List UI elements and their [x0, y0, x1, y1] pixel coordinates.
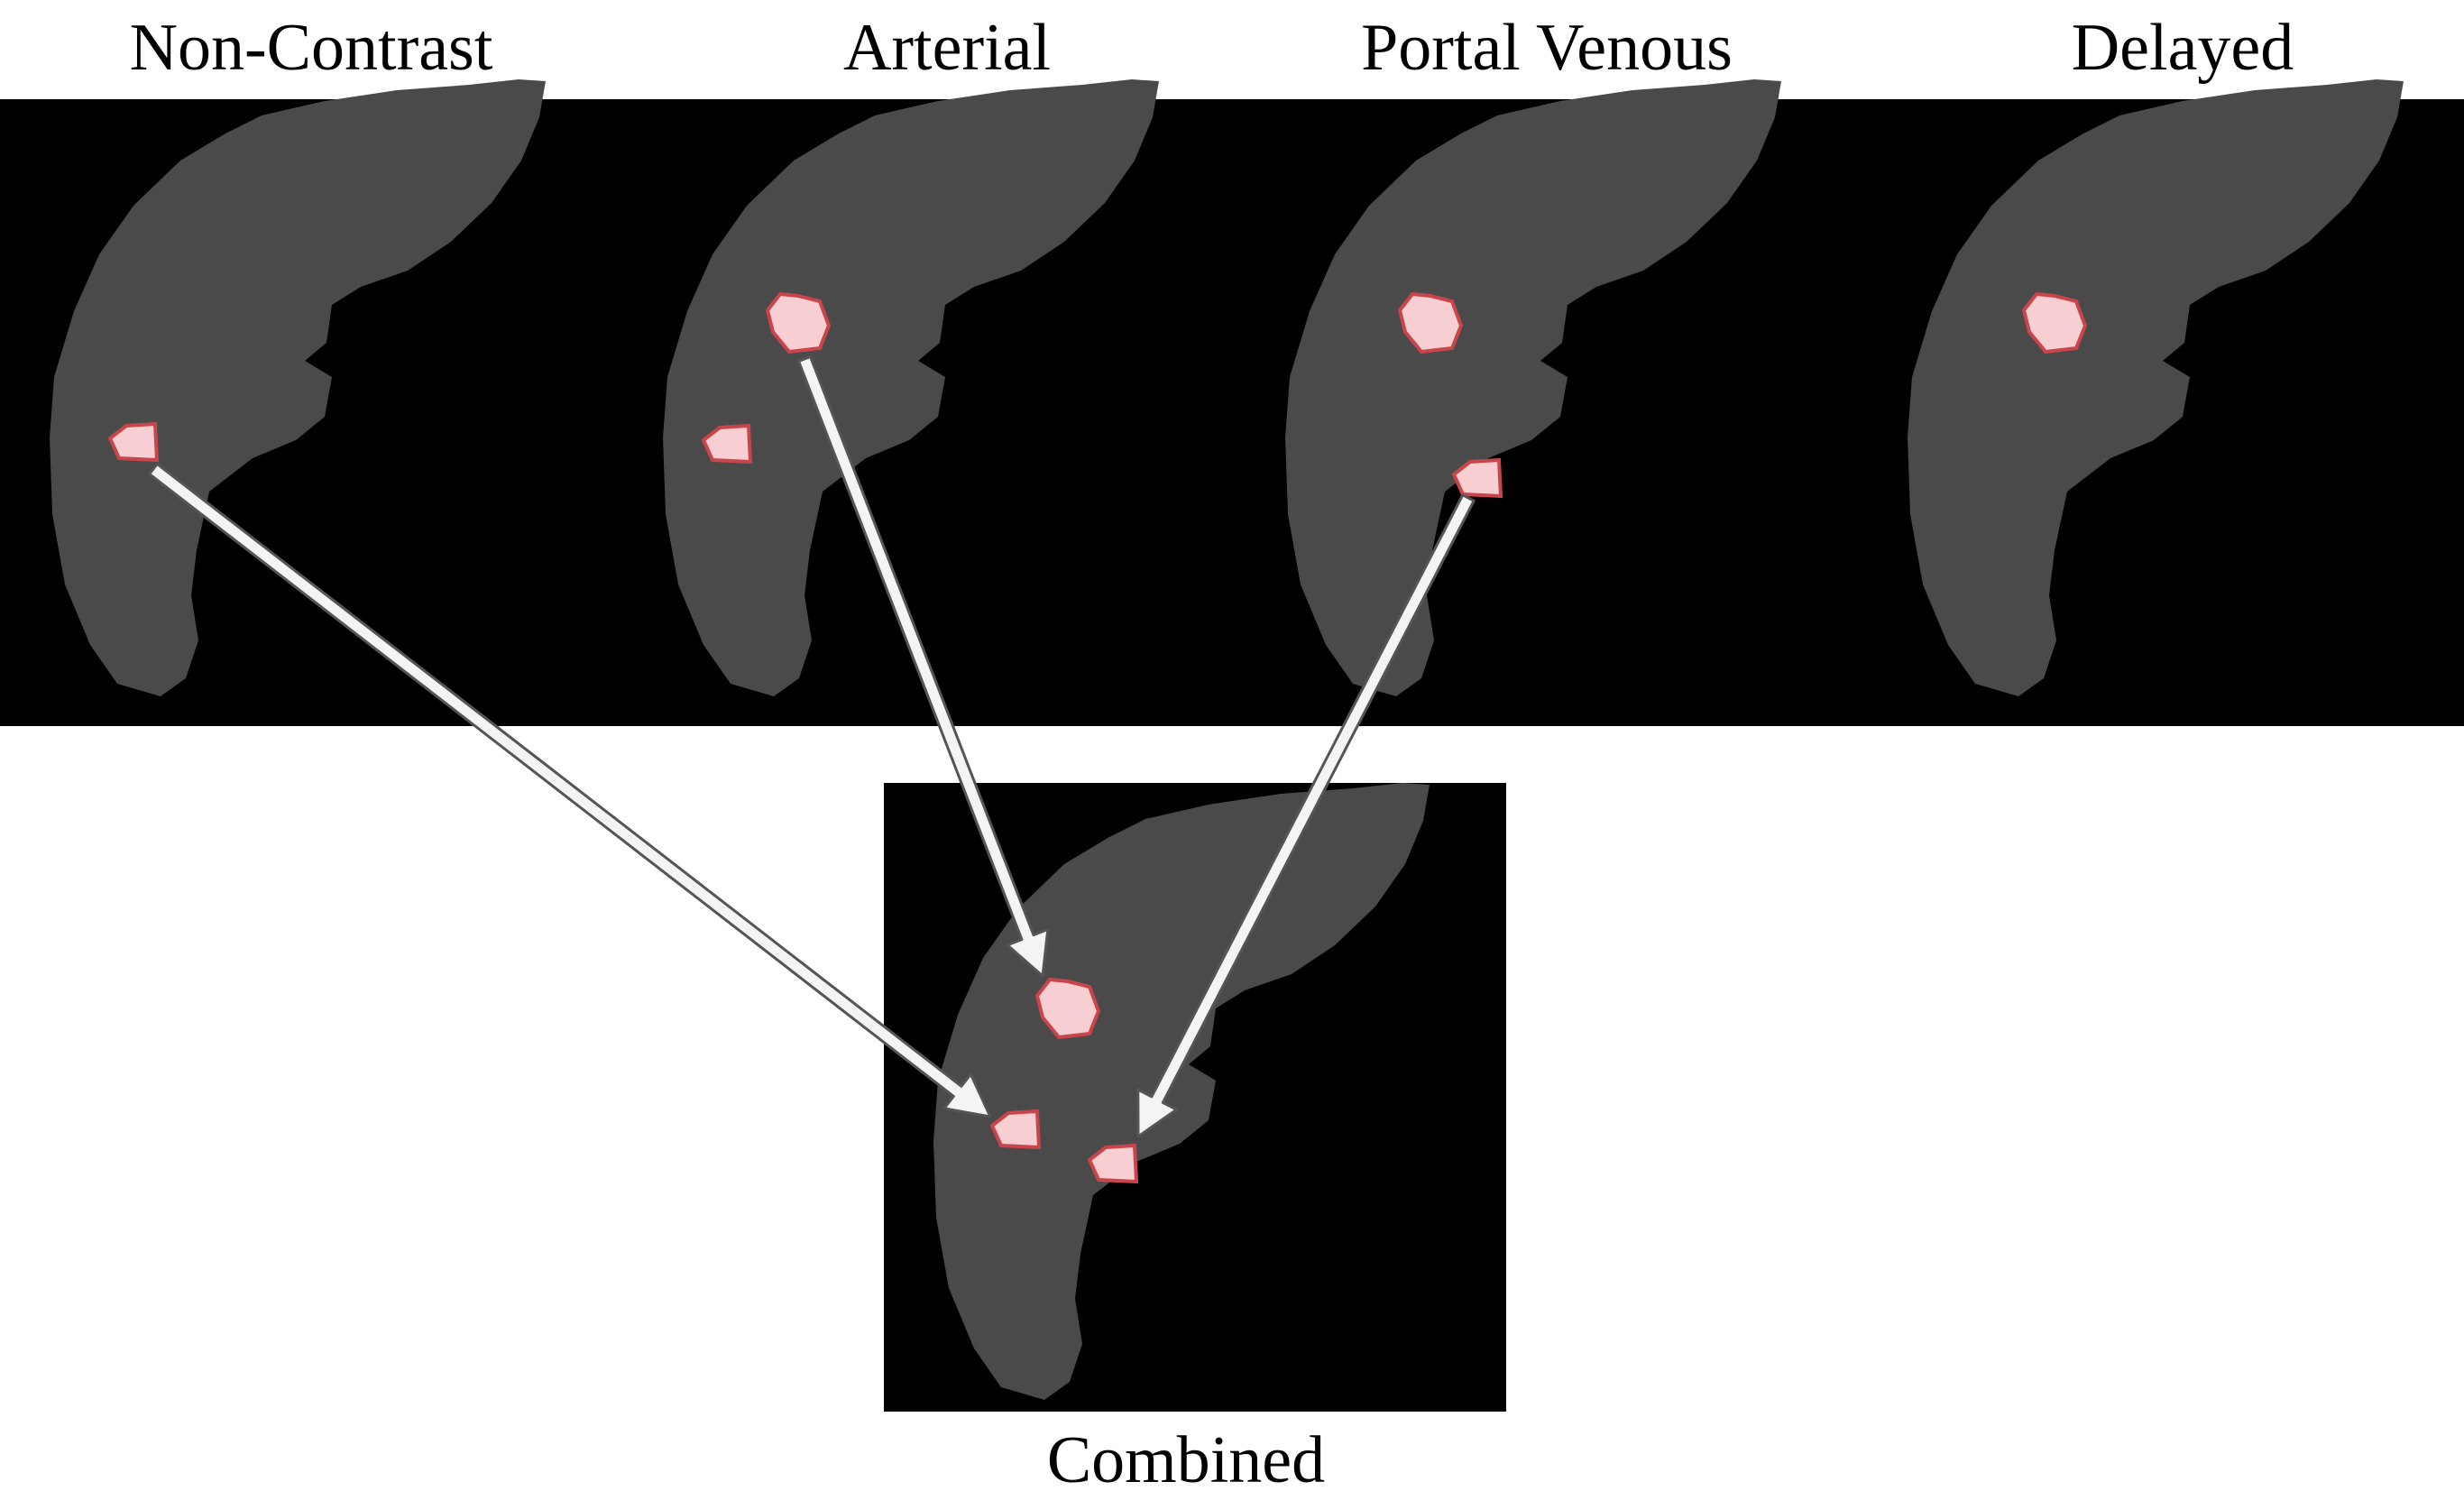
- mapping-arrows: [148, 355, 1476, 1138]
- title-arterial: Arterial: [842, 11, 1052, 85]
- arrow-non-contrast-to-combined: [148, 463, 992, 1118]
- title-delayed: Delayed: [2071, 11, 2294, 85]
- arrow-arterial-to-combined: [797, 355, 1050, 978]
- panel-combined: [884, 783, 1506, 1412]
- title-non-contrast: Non-Contrast: [129, 11, 493, 85]
- title-portal-venous: Portal Venous: [1361, 11, 1733, 85]
- title-combined: Combined: [1046, 1423, 1326, 1497]
- arrow-portal-venous-to-combined: [1136, 493, 1476, 1138]
